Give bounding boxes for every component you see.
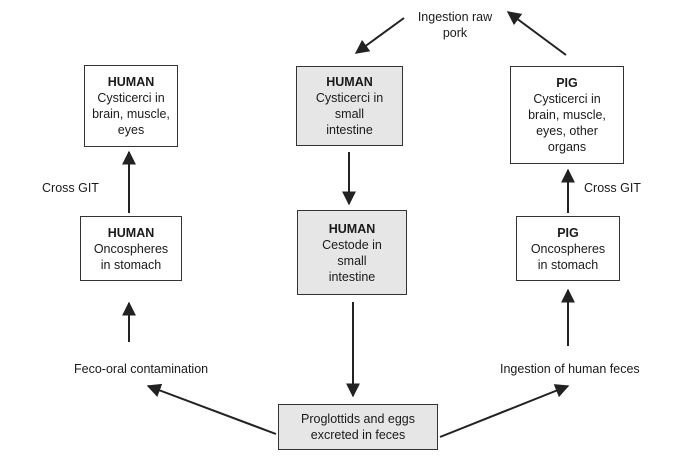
- box-header: HUMAN: [107, 225, 155, 240]
- box-human-cestode: HUMAN Cestode in small intestine: [297, 210, 407, 295]
- box-body: Cysticerci in brain, muscle, eyes, other…: [528, 92, 606, 154]
- box-pig-cysticerci-organs: PIG Cysticerci in brain, muscle, eyes, o…: [510, 66, 624, 164]
- box-pig-oncospheres: PIG Oncospheres in stomach: [516, 216, 620, 281]
- box-body: Proglottids and eggs excreted in feces: [301, 412, 415, 442]
- label-ingestion-human-feces: Ingestion of human feces: [500, 362, 640, 376]
- arrow-pork-to-human-center: [354, 17, 405, 54]
- box-header: HUMAN: [328, 221, 376, 236]
- label-ingestion-raw-pork: Ingestion raw pork: [417, 10, 493, 40]
- box-header: PIG: [557, 225, 579, 240]
- box-body: Cestode in small intestine: [322, 237, 382, 284]
- box-body: Cysticerci in brain, muscle, eyes: [92, 91, 170, 137]
- box-body: Oncospheres in stomach: [93, 241, 169, 272]
- label-feco-oral-contamination: Feco-oral contamination: [74, 362, 209, 376]
- box-body: Oncospheres in stomach: [530, 241, 606, 272]
- box-header: HUMAN: [326, 75, 373, 89]
- box-human-oncospheres: HUMAN Oncospheres in stomach: [80, 216, 182, 281]
- box-human-cysticerci-intestine: HUMAN Cysticerci in small intestine: [296, 66, 403, 146]
- arrow-pig-to-pork: [506, 11, 567, 56]
- box-proglottids-eggs: Proglottids and eggs excreted in feces: [278, 404, 438, 450]
- box-header: PIG: [556, 76, 578, 90]
- arrow-proglottids-to-feco-oral: [146, 383, 277, 435]
- label-cross-git-right: Cross GIT: [584, 181, 641, 195]
- box-header: HUMAN: [107, 75, 155, 89]
- box-body: Cysticerci in small intestine: [315, 91, 384, 137]
- box-human-cysticerci-brain: HUMAN Cysticerci in brain, muscle, eyes: [84, 65, 178, 147]
- arrow-proglottids-to-ingestion-feces: [439, 384, 570, 438]
- label-cross-git-left: Cross GIT: [42, 181, 99, 195]
